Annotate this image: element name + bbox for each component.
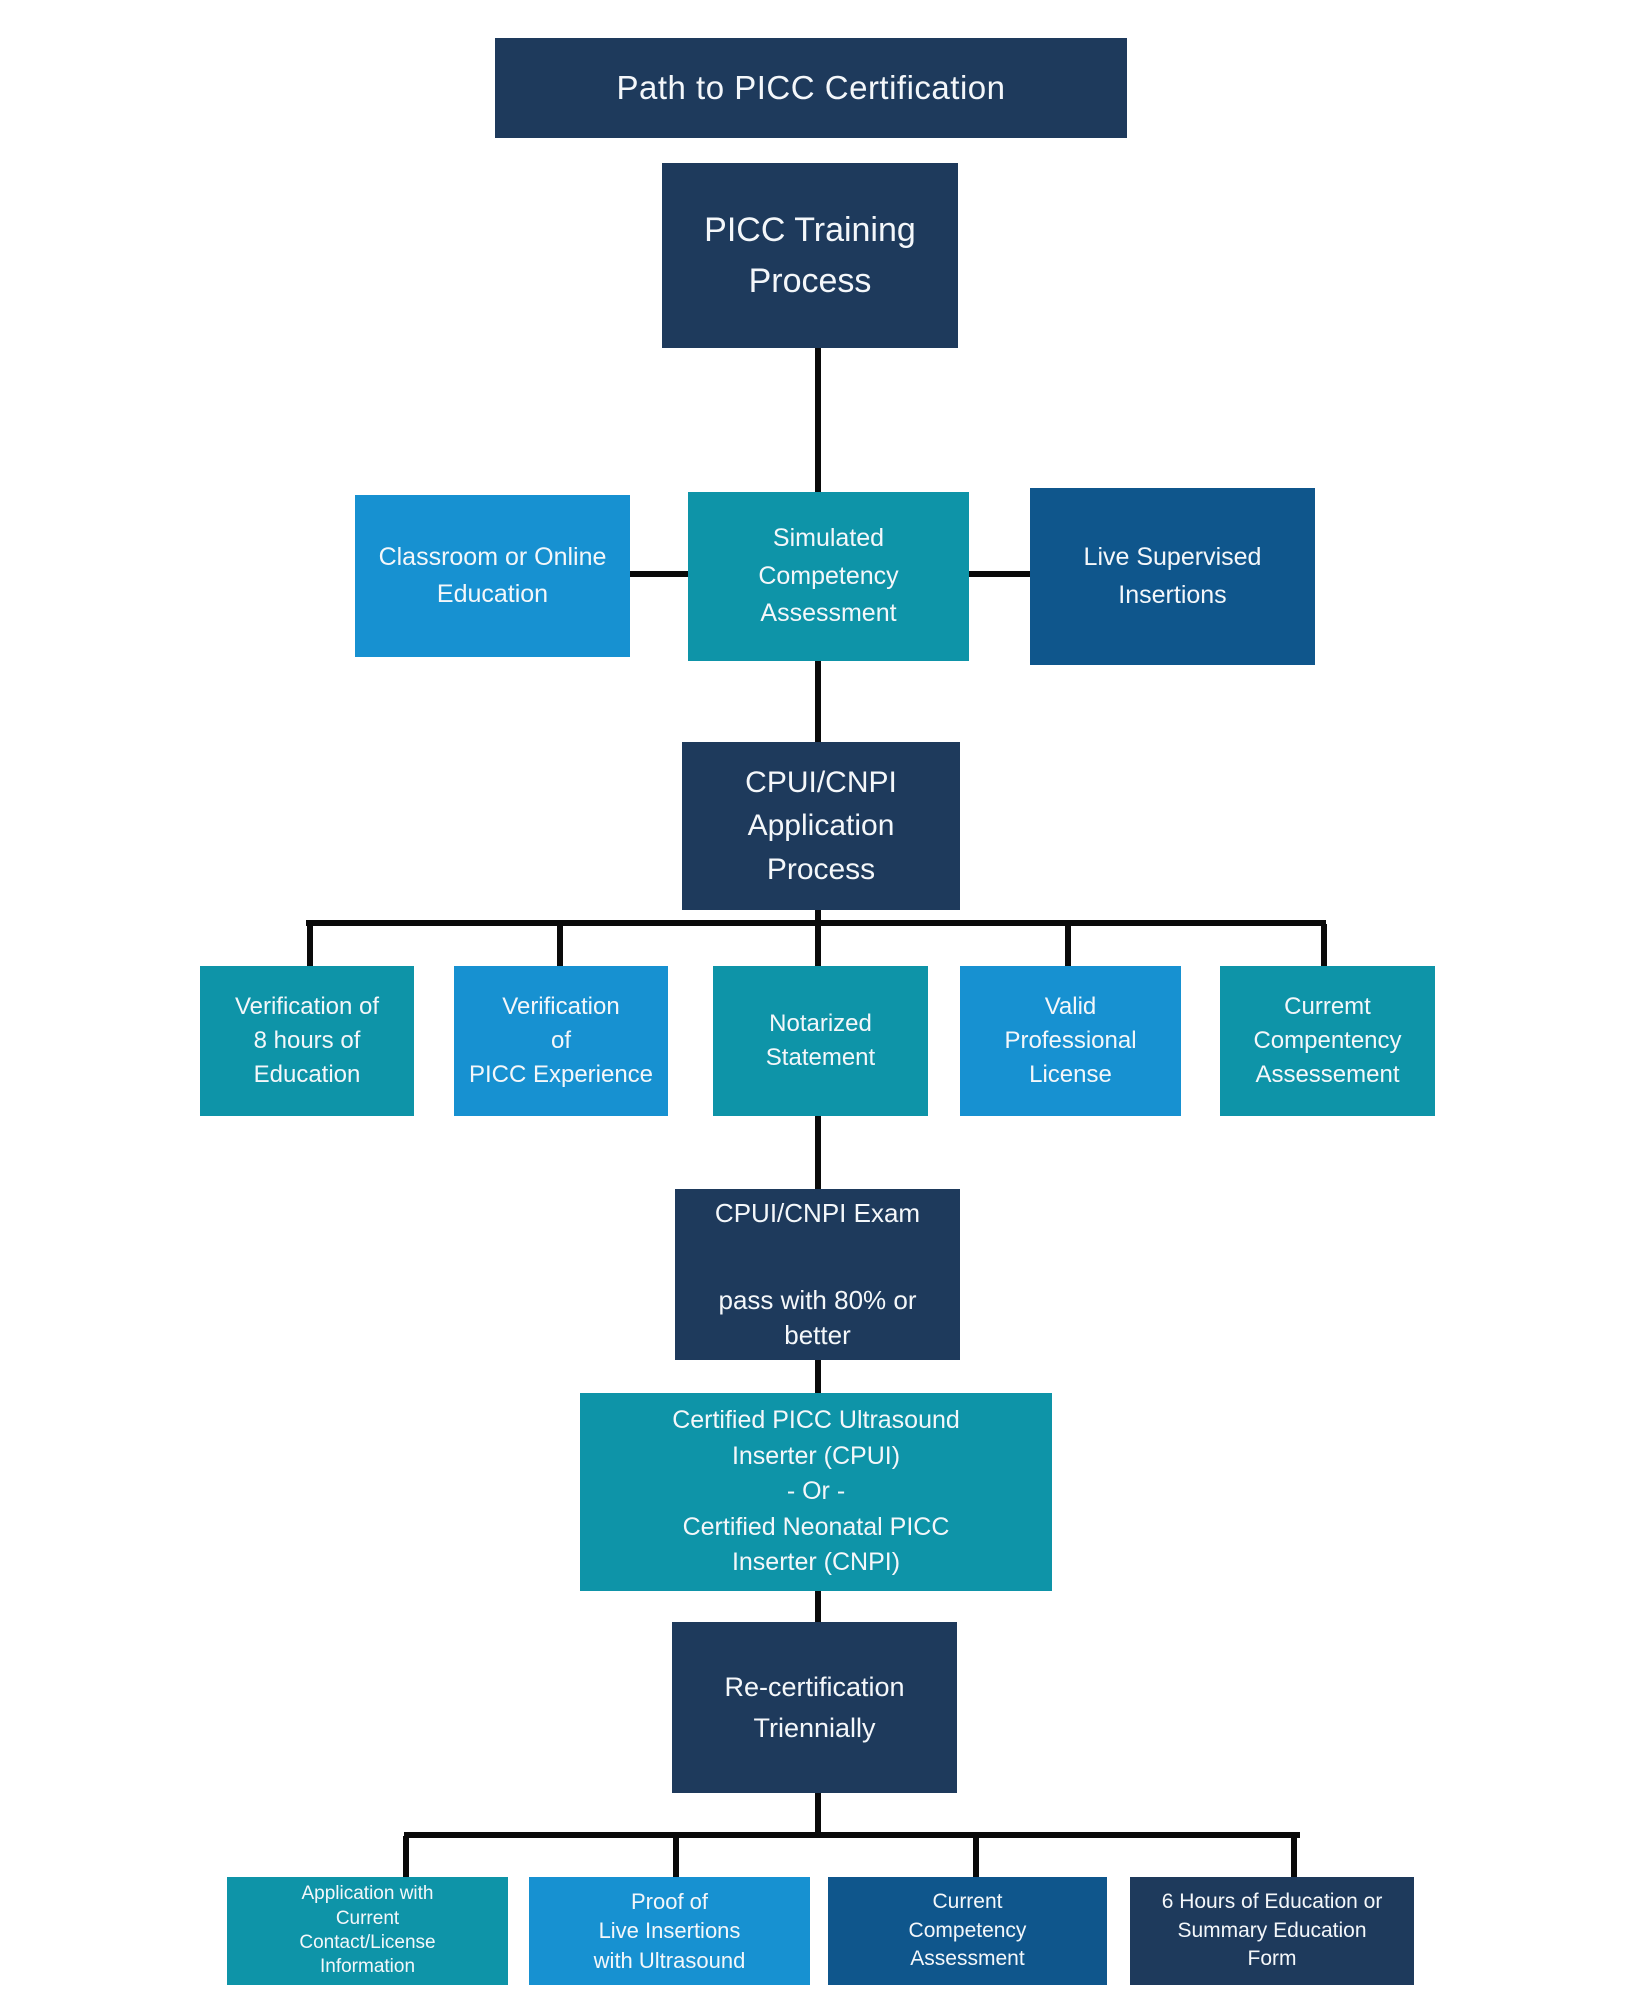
title-banner: Path to PICC Certification (495, 38, 1127, 138)
node-verification-of-8-hours-education: Verification of 8 hours of Education (200, 966, 414, 1116)
node-verification-of-picc-experience: Verification of PICC Experience (454, 966, 668, 1116)
exam-line-1: CPUI/CNPI Exam (714, 1198, 921, 1229)
node-picc-training-process: PICC Training Process (662, 163, 958, 348)
connector-stub-license (1065, 924, 1071, 968)
connector-stub-education-hours (1291, 1836, 1297, 1879)
connector-exam-to-certified (815, 1358, 821, 1395)
node-proof-of-live-insertions: Proof of Live Insertions with Ultrasound (529, 1877, 810, 1985)
node-live-supervised-insertions: Live Supervised Insertions (1030, 488, 1315, 665)
node-current-competency-assessement: Curremt Compentency Assessement (1220, 966, 1435, 1116)
connector-simulated-to-application (815, 659, 821, 744)
node-simulated-competency-assessment: Simulated Competency Assessment (688, 492, 969, 661)
exam-text: CPUI/CNPI Exam pass with 80% or better (715, 1161, 920, 1388)
node-classroom-or-online-education: Classroom or Online Education (355, 495, 630, 657)
connector-notarized-to-exam (815, 1114, 821, 1191)
connector-training-to-simulated (815, 348, 821, 494)
connector-stub-current-competency (1321, 924, 1327, 968)
connector-certified-to-recert (815, 1589, 821, 1624)
exam-line-2: pass with 80% or better (718, 1284, 917, 1350)
connector-stub-proof-insertions (673, 1836, 679, 1879)
connector-stub-notarized (815, 924, 821, 968)
connector-stub-verification-experience (557, 924, 563, 968)
connector-simulated-to-live (969, 571, 1030, 577)
node-recertification-triennially: Re-certification Triennially (672, 1622, 957, 1793)
connector-bus-recert-row (404, 1832, 1300, 1838)
node-cpui-cnpi-exam: CPUI/CNPI Exam pass with 80% or better (675, 1189, 960, 1360)
connector-application-to-bus (815, 908, 821, 924)
connector-stub-verification-education (307, 924, 313, 968)
node-valid-professional-license: Valid Professional License (960, 966, 1181, 1116)
node-six-hours-education-summary-form: 6 Hours of Education or Summary Educatio… (1130, 1877, 1414, 1985)
connector-stub-application-contact (403, 1836, 409, 1879)
connector-bus-application-row (306, 920, 1326, 926)
connector-classroom-to-simulated (630, 571, 688, 577)
node-certified-cpui-or-cnpi: Certified PICC Ultrasound Inserter (CPUI… (580, 1393, 1052, 1591)
node-cpui-cnpi-application-process: CPUI/CNPI Application Process (682, 742, 960, 910)
node-current-competency-assessment: Current Competency Assessment (828, 1877, 1107, 1985)
connector-stub-current-assessment (973, 1836, 979, 1879)
node-application-with-contact-license-info: Application with Current Contact/License… (227, 1877, 508, 1985)
connector-recert-to-bus (815, 1791, 821, 1836)
node-notarized-statement: Notarized Statement (713, 966, 928, 1116)
